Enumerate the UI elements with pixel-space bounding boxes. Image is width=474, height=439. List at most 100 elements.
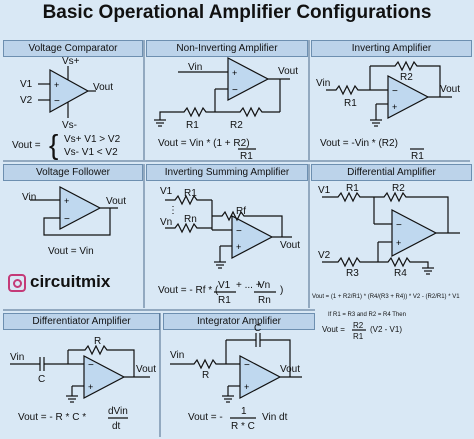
integrator-vin-label: Vin: [170, 350, 185, 361]
comparator-circuit: + −: [38, 66, 96, 118]
differentiator-r-resistor: [68, 344, 135, 377]
diff-r2-label: R2: [392, 183, 405, 194]
noninv-equation-denominator: R1: [240, 151, 253, 162]
comparator-vout-label: Vout: [93, 82, 114, 93]
integrator-opamp-symbol: [239, 355, 282, 399]
non-inverting-circuit: + −: [154, 57, 290, 127]
differentiator-equation-num: dVin: [108, 406, 128, 417]
comparator-v2-label: V2: [20, 95, 33, 106]
differentiator-vout-label: Vout: [136, 364, 157, 375]
summing-equation-num2: Vn: [258, 280, 271, 291]
header-differential-amplifier: Differential Amplifier: [311, 164, 472, 181]
summing-equation-den2: Rn: [258, 295, 271, 306]
noninv-vout-label: Vout: [278, 66, 299, 77]
differentiator-opamp-symbol: [83, 355, 126, 399]
summing-circuit: − +: [165, 194, 292, 269]
noninv-vin-label: Vin: [188, 62, 203, 73]
follower-vin-label: Vin: [22, 192, 37, 203]
inv-r2-resistor: [370, 60, 441, 97]
inverting-circuit: − +: [326, 60, 452, 127]
diff-v1-label: V1: [318, 185, 331, 196]
summing-rf-resistor: [212, 210, 283, 237]
inv-opamp-symbol: [387, 75, 430, 119]
inv-equation-denominator: R1: [411, 151, 424, 162]
integrator-r-label: R: [202, 370, 210, 381]
panel-separators: [3, 40, 470, 437]
integrator-equation-num: 1: [241, 406, 247, 417]
comparator-v1-label: V1: [20, 79, 33, 90]
page-title: Basic Operational Amplifier Configuratio…: [42, 2, 432, 23]
summing-r1-resistor: [165, 194, 212, 206]
inv-vin-label: Vin: [316, 78, 331, 89]
diff-equation-2: If R1 = R3 and R2 = R4 Then: [328, 312, 406, 318]
summing-opamp-symbol: [231, 215, 274, 259]
diff-equation-3: Vout =: [322, 325, 345, 334]
integrator-equation-a: Vout = -: [188, 412, 223, 423]
diff-r3-resistor: [322, 256, 378, 268]
integrator-equation-b: Vin dt: [262, 412, 288, 423]
follower-circuit: + −: [30, 186, 118, 236]
svg-text:−: −: [244, 360, 250, 371]
noninv-r1-resistor: [159, 106, 215, 120]
comparator-opamp-symbol: [49, 68, 90, 114]
integrator-vout-label: Vout: [280, 364, 301, 375]
noninv-r1-label: R1: [186, 120, 199, 131]
comparator-brace: {: [49, 129, 59, 160]
svg-text:+: +: [64, 196, 69, 206]
noninv-r2-label: R2: [230, 120, 243, 131]
follower-opamp-symbol: [59, 186, 102, 230]
integrator-r-resistor: [170, 358, 240, 370]
summing-vout-label: Vout: [280, 240, 301, 251]
summing-dots: ⋮: [168, 205, 178, 216]
diff-r1-label: R1: [346, 183, 359, 194]
svg-text:+: +: [396, 238, 401, 248]
diff-r4-label: R4: [394, 268, 407, 279]
differentiator-equation-a: Vout = - R * C *: [18, 412, 87, 423]
differentiator-vin-label: Vin: [10, 352, 25, 363]
noninv-equation: Vout = Vin * (1 + R2): [158, 138, 250, 149]
follower-vout-label: Vout: [106, 196, 127, 207]
summing-rn-resistor: [165, 222, 212, 234]
svg-text:+: +: [236, 242, 241, 252]
summing-equation-a: Vout = - Rf * (: [158, 285, 219, 296]
svg-text:+: +: [244, 382, 249, 392]
svg-text:−: −: [236, 226, 242, 237]
inv-equation: Vout = -Vin * (R2): [320, 138, 398, 149]
diff-r4-resistor: [378, 256, 429, 268]
differentiator-r-label: R: [94, 336, 102, 347]
diff-equation-3-rest: (V2 - V1): [370, 325, 403, 334]
svg-text:−: −: [396, 220, 402, 231]
summing-equation-num1: V1: [218, 280, 231, 291]
summing-equation-plus: + ... +: [236, 280, 262, 291]
inv-vout-label: Vout: [440, 84, 461, 95]
summing-equation-den1: R1: [218, 295, 231, 306]
diff-r3-label: R3: [346, 268, 359, 279]
diff-equation-3-den: R1: [353, 332, 364, 341]
header-inverting-amplifier: Inverting Amplifier: [311, 40, 472, 57]
diff-equation-3-num: R2: [353, 321, 364, 330]
integrator-equation-den: R * C: [231, 421, 255, 432]
inv-r1-label: R1: [344, 98, 357, 109]
differentiator-equation-den: dt: [112, 421, 121, 432]
svg-text:+: +: [232, 68, 237, 78]
comparator-vs-minus-label: Vs-: [62, 120, 77, 131]
follower-equation: Vout = Vin: [48, 246, 94, 257]
diff-opamp-symbol: [391, 209, 438, 257]
header-inverting-summing-amplifier: Inverting Summing Amplifier: [146, 164, 308, 181]
instagram-logo-icon: [8, 274, 26, 292]
noninv-opamp-symbol: [227, 57, 270, 101]
svg-text:−: −: [88, 360, 94, 371]
comparator-case-1: Vs+ V1 > V2: [64, 134, 121, 145]
comparator-equation-lhs: Vout =: [12, 140, 41, 151]
svg-text:+: +: [392, 102, 397, 112]
inv-r2-label: R2: [400, 72, 413, 83]
header-voltage-follower: Voltage Follower: [3, 164, 143, 181]
summing-r1-label: R1: [184, 188, 197, 199]
header-differentiator-amplifier: Differentiator Amplifier: [3, 313, 160, 330]
diff-r1-resistor: [322, 191, 374, 203]
brand-name: circuitmix: [30, 272, 111, 291]
diff-equation-1: Vout = (1 + R2/R1) * (R4/(R3 + R4)) * V2…: [312, 294, 460, 300]
diff-v2-label: V2: [318, 250, 331, 261]
integrator-c-label: C: [254, 323, 262, 334]
